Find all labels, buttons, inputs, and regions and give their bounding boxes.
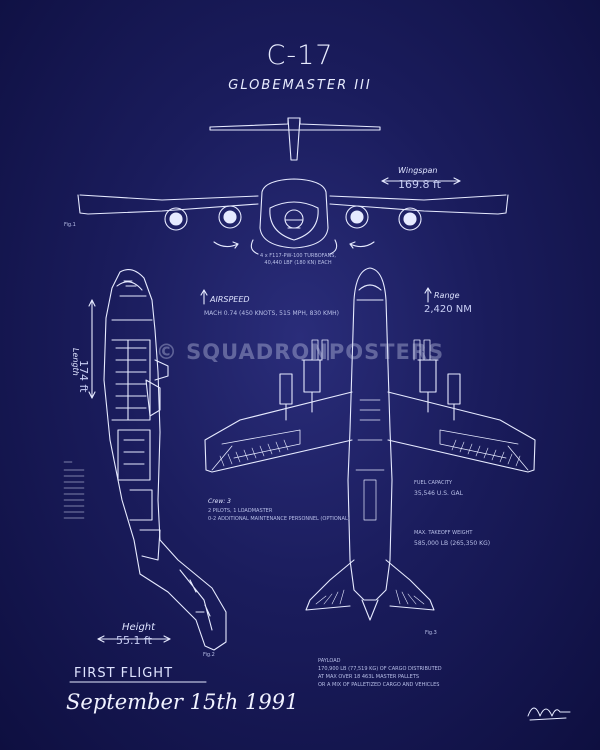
crew-detail-1: 2 PILOTS, 1 LOADMASTER — [208, 508, 273, 514]
height-value: 55.1 ft — [116, 634, 152, 647]
fuel-value: 35,546 U.S. GAL — [414, 490, 463, 497]
first-flight-label: FIRST FLIGHT — [74, 666, 174, 681]
top-view-drawing — [200, 267, 536, 621]
payload-line-2: AT MAX OVER 18 463L MASTER PALLETS — [318, 674, 420, 680]
height-label: Height — [122, 622, 156, 633]
range-label: Range — [434, 291, 460, 300]
airspeed-label: AIRSPEED — [210, 295, 250, 304]
fig3-label: Fig.3 — [425, 630, 437, 636]
side-view-drawing — [63, 269, 227, 651]
payload-line-3: OR A MIX OF PALLETIZED CARGO AND VEHICLE… — [318, 682, 440, 688]
first-flight-date: September 15th 1991 — [66, 690, 299, 714]
takeoff-value: 585,000 LB (265,350 KG) — [414, 540, 491, 547]
wingspan-value: 169.8 ft — [398, 178, 441, 191]
takeoff-label: MAX. TAKEOFF WEIGHT — [414, 530, 473, 536]
watermark: © SQUADRONPOSTERS — [155, 340, 445, 364]
payload-line-1: 170,900 LB (77,519 KG) OF CARGO DISTRIBU… — [318, 666, 442, 672]
aircraft-title: C-17 — [266, 40, 334, 71]
length-value: 174 ft — [77, 360, 90, 393]
crew-detail-2: 0-2 ADDITIONAL MAINTENANCE PERSONNEL (OP… — [208, 516, 350, 522]
crew-label: Crew: 3 — [208, 498, 232, 505]
fig2-label: Fig.2 — [203, 652, 215, 658]
wingspan-label: Wingspan — [398, 166, 438, 175]
front-view-drawing — [77, 117, 509, 255]
fuel-label: FUEL CAPACITY — [414, 480, 453, 486]
airspeed-value: MACH 0.74 (450 KNOTS, 515 MPH, 830 KMH) — [204, 310, 339, 317]
fig1-label: Fig.1 — [64, 222, 76, 228]
artist-signature — [527, 707, 571, 721]
aircraft-subtitle: GLOBEMASTER III — [228, 78, 372, 93]
engine-specs: 4 x F117-PW-100 TURBOFANS, 40,440 LBF (1… — [259, 253, 337, 266]
range-value: 2,420 NM — [424, 304, 472, 315]
payload-label: PAYLOAD — [318, 658, 341, 664]
